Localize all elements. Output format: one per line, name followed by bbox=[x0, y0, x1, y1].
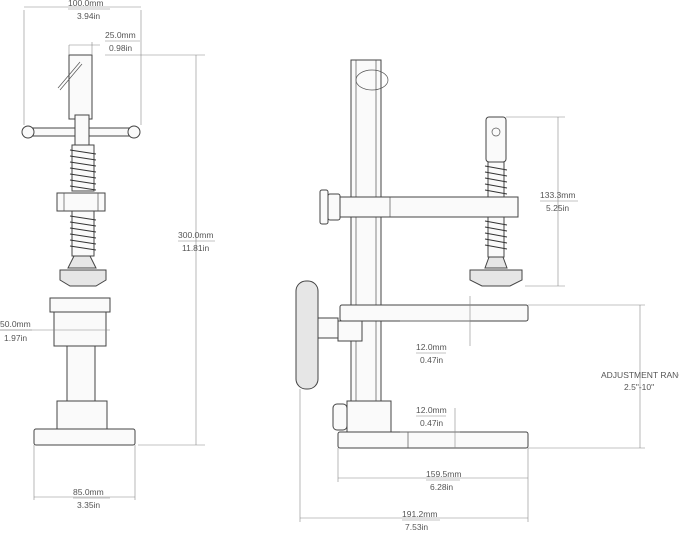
front-column bbox=[66, 345, 96, 402]
dim-side-total-in: 7.53in bbox=[405, 522, 428, 532]
side-upper-spring bbox=[484, 161, 508, 198]
front-view bbox=[21, 54, 141, 446]
front-clamp-body bbox=[53, 311, 107, 347]
dim-front-shaft-mm: 25.0mm bbox=[105, 30, 136, 40]
side-lower-knob bbox=[332, 403, 348, 431]
dim-side-base-len-in: 6.28in bbox=[430, 482, 453, 492]
dim-side-base-thick-mm: 12.0mm bbox=[416, 405, 447, 415]
front-handle-hub bbox=[74, 114, 90, 146]
dim-front-base-mm: 85.0mm bbox=[73, 487, 104, 497]
adjustment-range-label: ADJUSTMENT RANGE bbox=[601, 370, 679, 380]
dim-front-height-mm: 300.0mm bbox=[178, 230, 213, 240]
dim-side-spring-in: 5.25in bbox=[546, 203, 569, 213]
side-lower-spring bbox=[484, 216, 508, 258]
side-arm-screw bbox=[317, 317, 339, 339]
dim-front-shaft-in: 0.98in bbox=[109, 43, 132, 53]
side-ring bbox=[355, 69, 389, 91]
side-hand-wheel bbox=[295, 280, 319, 390]
side-dimension-lines bbox=[299, 116, 645, 522]
side-arm-collar bbox=[337, 320, 363, 342]
front-clamp-top bbox=[49, 297, 111, 313]
side-top-arm bbox=[339, 196, 519, 218]
adjustment-range-value: 2.5"-10" bbox=[624, 382, 654, 392]
front-handle-knob-left bbox=[21, 125, 35, 139]
front-handle-knob-right bbox=[127, 125, 141, 139]
dim-side-arm-mm: 12.0mm bbox=[416, 342, 447, 352]
side-top-knob bbox=[327, 193, 341, 221]
dim-front-width-in: 3.94in bbox=[77, 11, 100, 21]
dim-side-arm-in: 0.47in bbox=[420, 355, 443, 365]
label-separators bbox=[0, 8, 578, 521]
front-upper-spring bbox=[69, 144, 97, 192]
dim-side-spring-mm: 133.3mm bbox=[540, 190, 575, 200]
side-spindle-top bbox=[485, 116, 507, 163]
front-swivel-pad bbox=[59, 269, 107, 287]
dim-front-width-mm: 100.0mm bbox=[68, 0, 103, 8]
dim-front-base-in: 3.35in bbox=[77, 500, 100, 510]
side-adjust-arm bbox=[339, 304, 529, 322]
side-lower-boss bbox=[346, 400, 392, 433]
side-swivel-neck bbox=[484, 256, 508, 269]
front-swivel-neck bbox=[67, 255, 97, 269]
side-view bbox=[295, 59, 529, 449]
side-base bbox=[337, 431, 529, 449]
front-base bbox=[33, 428, 136, 446]
dim-front-collar-in: 1.97in bbox=[4, 333, 27, 343]
front-top-rod bbox=[68, 54, 93, 120]
dim-side-base-len-mm: 159.5mm bbox=[426, 469, 461, 479]
dim-front-height-in: 11.81in bbox=[182, 243, 210, 253]
front-pin bbox=[57, 61, 81, 89]
front-dimension-lines bbox=[0, 6, 205, 500]
front-lower-spring bbox=[69, 210, 97, 257]
dim-front-collar-mm: 50.0mm bbox=[0, 319, 31, 329]
dim-side-total-mm: 191.2mm bbox=[402, 509, 437, 519]
side-swivel-pad bbox=[469, 269, 523, 287]
front-base-boss bbox=[56, 400, 108, 430]
side-column bbox=[350, 59, 382, 433]
dim-side-base-thick-in: 0.47in bbox=[420, 418, 443, 428]
